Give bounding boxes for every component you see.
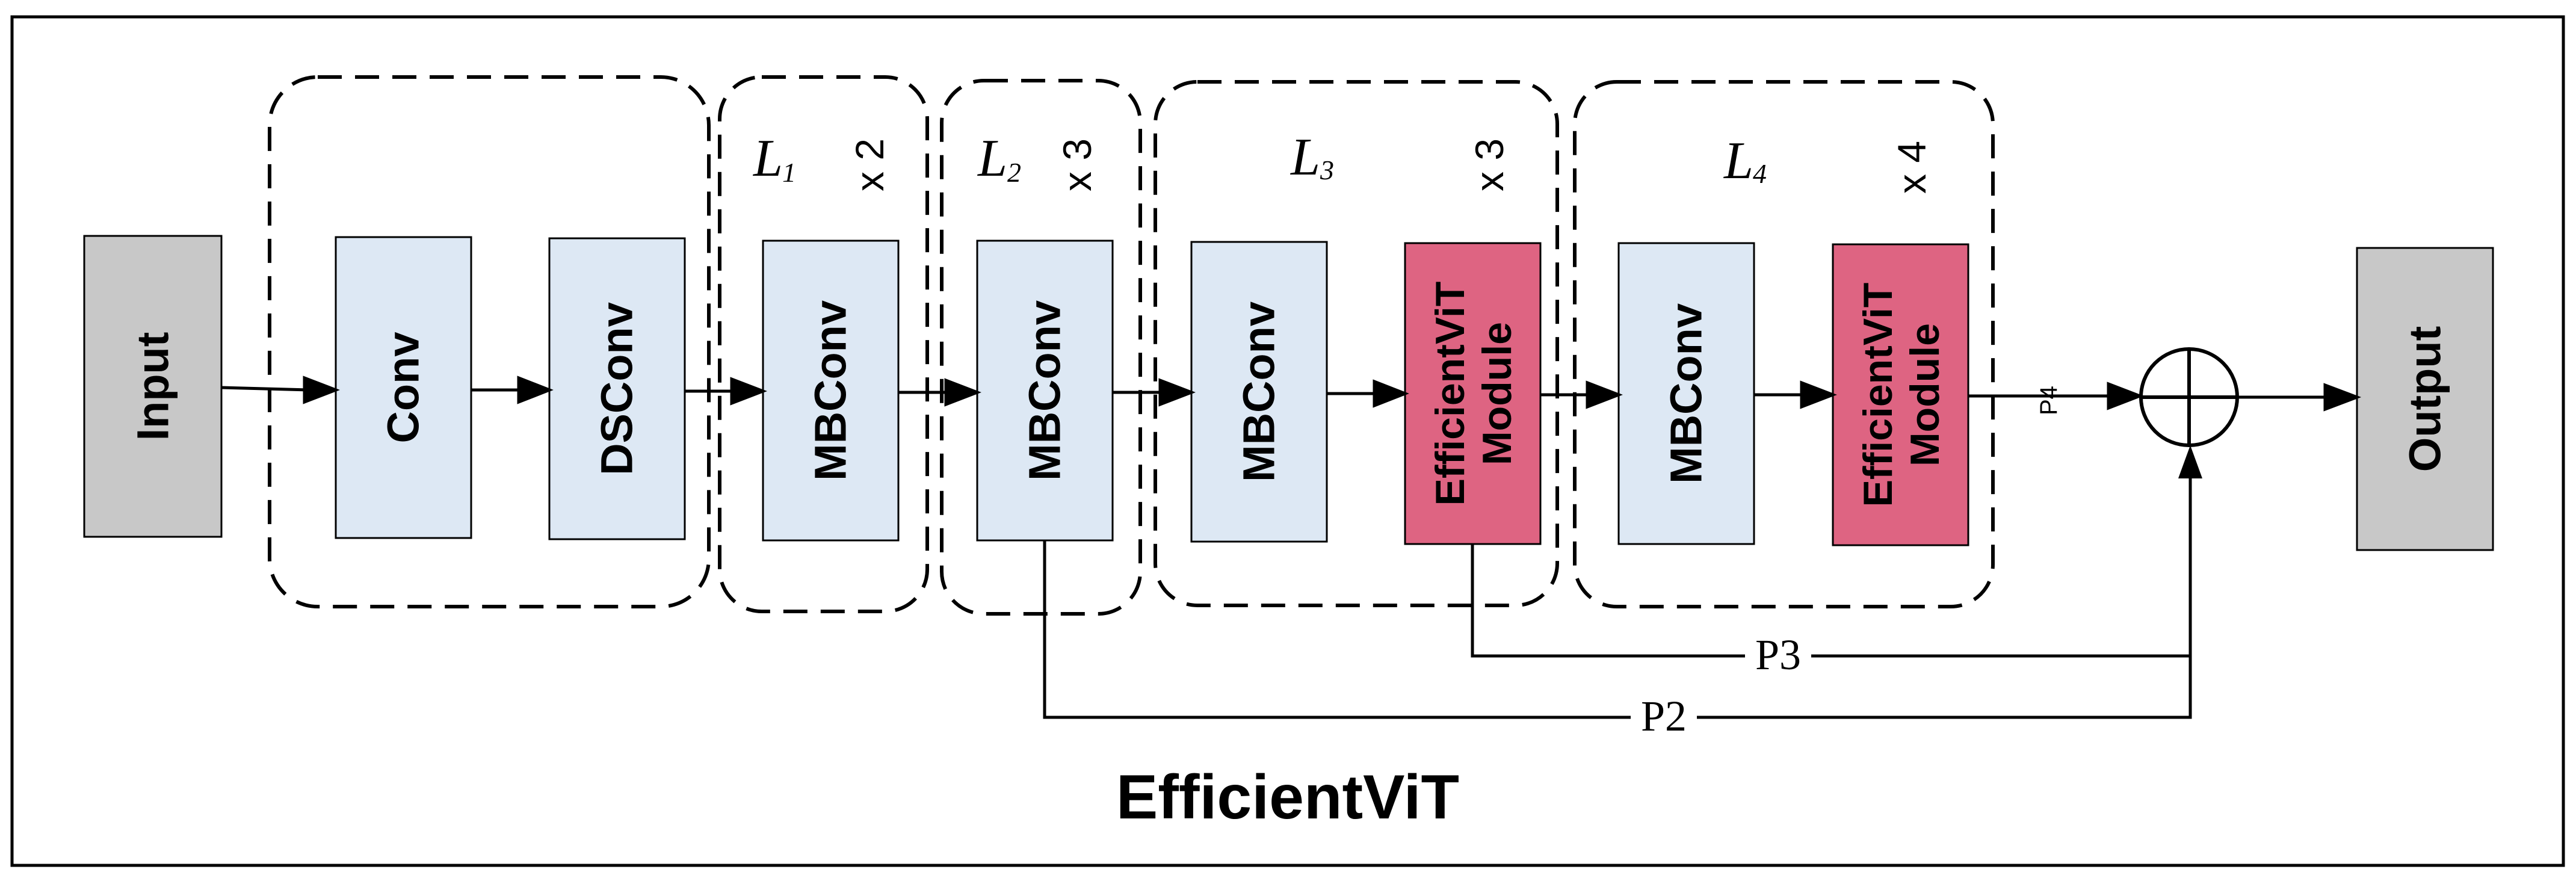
path-p2-label: P2	[1641, 692, 1687, 740]
stage-l2-sub: 2	[1007, 157, 1021, 188]
stem-group	[268, 75, 711, 608]
stage-l4-sub: 4	[1753, 158, 1767, 189]
mbconv-l1-label: MBConv	[806, 300, 856, 481]
arrow-head-icon	[1800, 380, 1837, 409]
stage-l4-name: L	[1723, 132, 1753, 190]
path-p4-label: P4	[2036, 386, 2062, 415]
stage-l2-label: L 2 x 3	[977, 129, 1099, 191]
conv-block: Conv	[335, 236, 472, 539]
efficientvit-module-l4-block: EfficientViT Module	[1832, 243, 1969, 546]
skip-connections	[1043, 478, 2192, 719]
arrow-head-icon	[1158, 378, 1196, 407]
stage-l4-group	[1573, 80, 1995, 608]
path-p3-label: P3	[1755, 631, 1801, 679]
stage-l4-label: L 4 x 4	[1723, 132, 1934, 194]
mbconv-l3-block: MBConv	[1190, 241, 1328, 543]
arrow-head-icon	[730, 377, 767, 406]
stage-l1-label: L 1 x 2	[752, 129, 892, 191]
dsconv-block: DSConv	[548, 237, 686, 540]
stage-l3-name: L	[1290, 128, 1320, 187]
mbconv-l2-block: MBConv	[976, 240, 1114, 542]
arrow-head-icon	[2323, 383, 2362, 412]
mbconv-l2-label: MBConv	[1020, 300, 1070, 481]
arrow-head-icon	[1373, 379, 1409, 408]
arrow-head-icon	[517, 376, 554, 404]
stage-l2-name: L	[977, 129, 1007, 188]
circle-plus-icon	[2139, 347, 2239, 447]
diagram-title: EfficientViT	[1116, 762, 1459, 832]
stage-l1-group	[718, 75, 929, 613]
arrow-head-icon	[2107, 382, 2144, 410]
stage-l3-group	[1154, 80, 1559, 607]
efficientvit-module-l4-line2: Module	[1902, 323, 1948, 466]
dsconv-label: DSConv	[592, 302, 642, 475]
stage-l3-repeat: x 3	[1467, 138, 1512, 191]
arrow-head-icon	[1586, 380, 1623, 409]
arrow-head-icon	[303, 376, 340, 404]
output-block: Output	[2356, 247, 2494, 551]
input-label: Input	[128, 332, 178, 441]
mbconv-l4-block: MBConv	[1617, 242, 1755, 545]
efficientvit-module-l3-block: EfficientViT Module	[1404, 242, 1542, 545]
conv-label: Conv	[378, 332, 428, 444]
stage-l2-group	[940, 79, 1142, 616]
stage-l4-repeat: x 4	[1889, 141, 1934, 194]
efficientvit-module-l3-line2: Module	[1474, 322, 1520, 465]
stage-l1-sub: 1	[782, 157, 796, 188]
mbconv-l1-block: MBConv	[762, 240, 900, 542]
input-block: Input	[83, 235, 223, 538]
forward-arrows	[221, 376, 2362, 412]
stage-l2-repeat: x 3	[1055, 138, 1099, 191]
mbconv-l4-label: MBConv	[1661, 303, 1711, 484]
arrow-head-icon	[944, 378, 981, 407]
mbconv-l3-label: MBConv	[1234, 301, 1284, 482]
stage-l1-name: L	[752, 129, 783, 188]
stage-l1-repeat: x 2	[847, 138, 892, 191]
stage-l3-sub: 3	[1320, 155, 1334, 185]
arrow-head-icon	[2178, 445, 2202, 478]
efficientvit-module-l3-line1: EfficientViT	[1427, 282, 1473, 506]
outer-frame	[10, 15, 2565, 867]
output-label: Output	[2400, 326, 2450, 472]
efficientvit-module-l4-line1: EfficientViT	[1855, 283, 1901, 507]
stage-l3-label: L 3 x 3	[1290, 128, 1512, 191]
